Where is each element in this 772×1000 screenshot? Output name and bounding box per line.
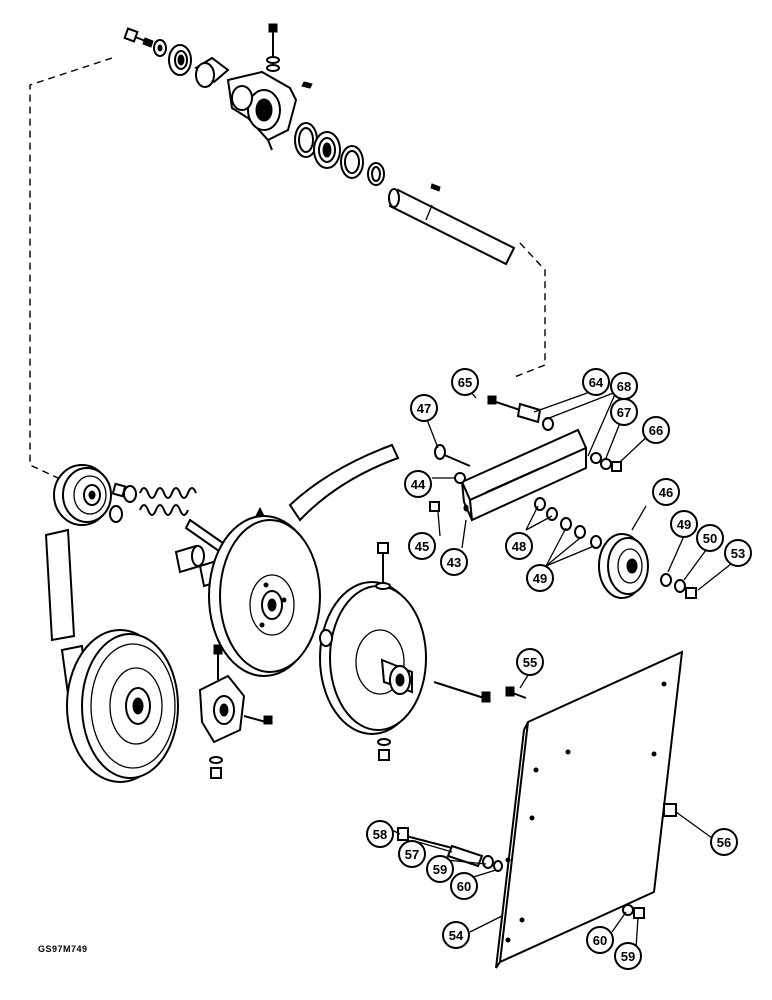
callout-49-lower: 49 — [526, 564, 554, 592]
svg-text:53: 53 — [731, 546, 745, 561]
svg-text:59: 59 — [433, 862, 447, 877]
callout-44: 44 — [404, 470, 432, 498]
callout-54: 54 — [442, 921, 470, 949]
svg-text:60: 60 — [457, 879, 471, 894]
callout-45: 45 — [408, 532, 436, 560]
callout-60-right: 60 — [586, 926, 614, 954]
svg-text:58: 58 — [373, 827, 387, 842]
callout-49-upper: 49 — [670, 510, 698, 538]
leader-lines — [387, 384, 737, 949]
callout-50: 50 — [696, 524, 724, 552]
phantom-outline — [29, 57, 546, 479]
callout-53: 53 — [724, 539, 752, 567]
svg-text:65: 65 — [458, 375, 472, 390]
svg-text:54: 54 — [449, 928, 464, 943]
callout-68: 68 — [610, 372, 638, 400]
callout-65: 65 — [451, 368, 479, 396]
callout-66: 66 — [642, 416, 670, 444]
callout-64: 64 — [582, 368, 610, 396]
svg-text:55: 55 — [523, 655, 537, 670]
svg-text:44: 44 — [411, 477, 426, 492]
svg-text:46: 46 — [659, 485, 673, 500]
svg-text:49: 49 — [677, 517, 691, 532]
callout-55: 55 — [516, 648, 544, 676]
large-drive-pulley — [66, 629, 273, 783]
svg-text:45: 45 — [415, 539, 429, 554]
variable-disc-left — [208, 506, 321, 677]
svg-text:66: 66 — [649, 423, 663, 438]
small-idler-pulley — [53, 464, 232, 588]
svg-text:60: 60 — [593, 933, 607, 948]
callout-46: 46 — [652, 478, 680, 506]
idler-pulley-46 — [598, 533, 697, 599]
cover-plate — [397, 650, 713, 969]
callout-43: 43 — [440, 548, 468, 576]
callout-47: 47 — [410, 394, 438, 422]
svg-text:47: 47 — [417, 401, 431, 416]
svg-text:57: 57 — [405, 847, 419, 862]
callout-60-left: 60 — [450, 872, 478, 900]
svg-text:43: 43 — [447, 555, 461, 570]
callout-56: 56 — [710, 828, 738, 856]
adjuster-bracket — [429, 395, 622, 549]
svg-text:56: 56 — [717, 835, 731, 850]
svg-text:59: 59 — [621, 949, 635, 964]
callout-67: 67 — [610, 398, 638, 426]
callout-59-left: 59 — [426, 855, 454, 883]
upper-bearing-assembly — [123, 23, 516, 266]
callout-48: 48 — [505, 532, 533, 560]
svg-text:67: 67 — [617, 405, 631, 420]
svg-text:68: 68 — [617, 379, 631, 394]
svg-text:48: 48 — [512, 539, 526, 554]
variable-disc-right — [319, 542, 491, 761]
callout-59-right: 59 — [614, 942, 642, 970]
callout-58: 58 — [366, 820, 394, 848]
svg-text:50: 50 — [703, 531, 717, 546]
svg-text:64: 64 — [589, 375, 604, 390]
svg-text:49: 49 — [533, 571, 547, 586]
callout-57: 57 — [398, 840, 426, 868]
drawing-code: GS97M749 — [38, 944, 88, 954]
